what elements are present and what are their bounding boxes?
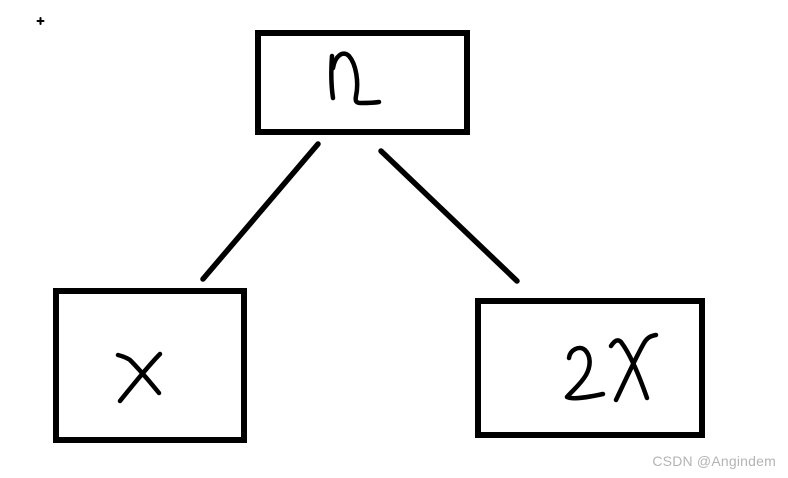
root-node-box: [255, 30, 470, 135]
edge-root-to-right: [378, 148, 520, 284]
right-child-label-glyph: [564, 332, 659, 403]
stray-plus-mark: [36, 17, 45, 25]
root-node-label-glyph: [329, 51, 382, 106]
csdn-watermark: CSDN @Angindem: [652, 453, 776, 469]
edge-root-to-left: [200, 141, 321, 282]
left-child-label-glyph: [115, 351, 163, 404]
